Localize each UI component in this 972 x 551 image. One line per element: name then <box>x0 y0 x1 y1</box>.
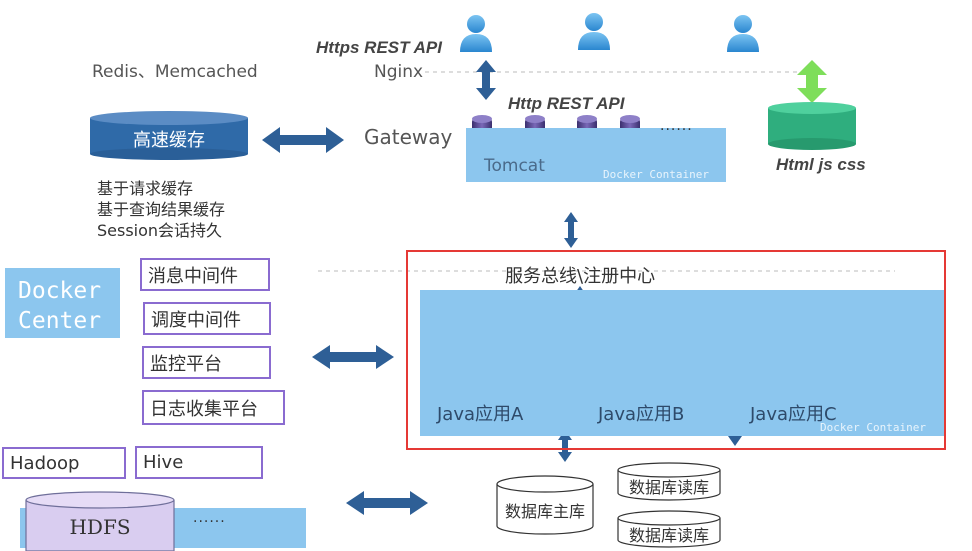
service-bus-highlight <box>406 250 946 450</box>
app-label: Java应用A <box>437 404 524 425</box>
gateway-label: Gateway <box>364 125 453 149</box>
docker-center-label: Docker Center <box>18 276 101 336</box>
double-arrow-icon <box>476 60 496 100</box>
double-arrow-icon <box>262 127 344 153</box>
cache-note: 基于查询结果缓存 <box>97 200 226 219</box>
db-replica-label: 数据库读库 <box>628 526 709 545</box>
app-label: Java应用B <box>598 404 685 425</box>
double-arrow-icon <box>564 212 578 248</box>
cache-caption: Redis、Memcached <box>92 62 258 82</box>
double-arrow-icon <box>558 430 572 462</box>
cache-cylinder <box>90 111 248 160</box>
middleware-box: 调度中间件 <box>143 302 271 335</box>
db-replica-cylinder <box>617 510 721 548</box>
cache-label: 高速缓存 <box>133 130 205 151</box>
tomcat-label: Tomcat <box>484 156 545 176</box>
docker-center-panel <box>5 268 120 338</box>
user-icon <box>578 13 610 50</box>
db-replica-cylinder <box>617 462 721 501</box>
more-dots: ······ <box>660 122 693 138</box>
more-dots: ······ <box>193 514 226 530</box>
service-bus-panel <box>420 290 944 436</box>
db-master-cylinder <box>496 475 594 535</box>
docker-center-line: Center <box>18 308 102 334</box>
docker-container-label: Docker Container <box>820 421 926 434</box>
hdfs-cylinder <box>25 491 175 551</box>
middleware-box: 日志收集平台 <box>142 390 285 425</box>
docker-center-line: Docker <box>18 278 102 304</box>
tomcat-panel <box>466 128 726 182</box>
app-label: Java应用C <box>750 404 837 425</box>
service-bus-title: 服务总线\注册中心 <box>505 266 656 287</box>
middleware-box: 消息中间件 <box>140 258 270 291</box>
db-replica-label: 数据库读库 <box>628 478 709 497</box>
db-master-label: 数据库主库 <box>504 502 585 521</box>
docker-container-label: Docker Container <box>603 168 709 181</box>
cache-note: 基于请求缓存 <box>97 179 194 198</box>
cache-notes: 基于请求缓存 基于查询结果缓存 Session会话持久 <box>97 178 225 241</box>
http-api-label: Http REST API <box>508 94 625 113</box>
double-arrow-icon <box>346 491 428 515</box>
cache-note: Session会话持久 <box>97 221 223 240</box>
https-api-label: Https REST API <box>316 38 442 57</box>
hdfs-label: HDFS <box>69 515 131 539</box>
double-arrow-icon <box>312 345 394 369</box>
middleware-box: 监控平台 <box>142 346 271 379</box>
hive-box: Hive <box>135 446 263 479</box>
static-store-cylinder <box>768 102 856 150</box>
hadoop-box: Hadoop <box>2 447 126 479</box>
green-double-arrow-icon <box>797 60 827 103</box>
user-icon <box>727 15 759 52</box>
user-icon <box>460 15 492 52</box>
nginx-label: Nginx <box>374 62 424 82</box>
static-store-label: Html js css <box>776 155 866 174</box>
